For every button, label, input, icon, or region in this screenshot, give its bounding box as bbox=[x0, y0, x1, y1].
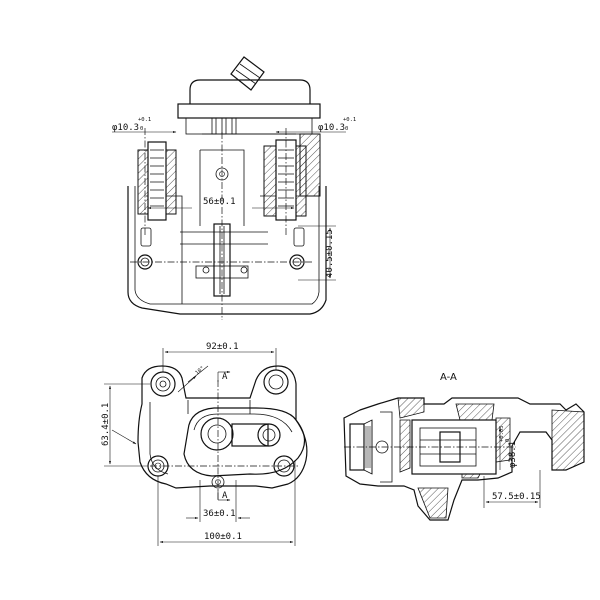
section-fitting bbox=[349, 411, 393, 483]
side-port-right bbox=[293, 227, 305, 247]
center-clamp bbox=[200, 417, 281, 451]
dim-right-hole-label: φ10.3 bbox=[318, 123, 345, 133]
eyelet-top-left bbox=[150, 371, 176, 397]
bleed-nipple bbox=[230, 56, 265, 91]
section-marker-bottom: A bbox=[222, 491, 228, 501]
dim-height-front-label: 63.4±0.1 bbox=[101, 403, 111, 446]
eyelet-top-right bbox=[263, 369, 289, 395]
dim-left-hole-label: φ10.3 bbox=[112, 123, 139, 133]
top-view: φ10.3 +0.1 0 φ10.3 +0.1 0 56±0.1 40.5±0.… bbox=[112, 56, 356, 320]
dim-bore-tol: +0.05 bbox=[499, 425, 505, 442]
section-marker-top: A bbox=[222, 372, 228, 382]
side-port-left bbox=[140, 227, 152, 247]
dim-center-spacing: 56±0.1 bbox=[147, 197, 295, 210]
left-piston bbox=[137, 141, 177, 221]
right-piston bbox=[263, 133, 321, 221]
dim-left-hole-tol-low: 0 bbox=[140, 126, 143, 132]
dim-top-width-label: 92±0.1 bbox=[206, 342, 239, 352]
dim-height-top: 40.5±0.15 bbox=[298, 225, 336, 281]
section-line-a: A A bbox=[217, 370, 231, 502]
dim-depth-label: 57.5±0.15 bbox=[492, 492, 541, 502]
inner-yoke bbox=[183, 407, 306, 477]
dim-center-width: 36±0.1 bbox=[186, 480, 250, 522]
section-view: A-A bbox=[343, 372, 585, 521]
dim-bore-tol-low: 0 bbox=[505, 439, 511, 442]
dim-right-hole-tol-low: 0 bbox=[345, 126, 348, 132]
dim-height-front: 63.4±0.1 bbox=[101, 383, 150, 467]
dim-depth: 57.5±0.15 bbox=[483, 470, 541, 508]
dim-center-width-label: 36±0.1 bbox=[203, 509, 236, 519]
front-view: A A 10° 92±0.1 63.4±0.1 bbox=[101, 342, 308, 546]
section-jaw bbox=[511, 431, 553, 472]
dim-bore-label: φ38.1 bbox=[508, 441, 518, 468]
dim-left-hole-tol: +0.1 bbox=[138, 117, 151, 123]
section-piston bbox=[344, 419, 516, 475]
upper-housing bbox=[177, 79, 321, 135]
dim-center-label: 56±0.1 bbox=[203, 197, 236, 207]
angle-label: 10° bbox=[194, 366, 205, 377]
dim-height-top-label: 40.5±0.15 bbox=[325, 229, 335, 278]
dim-top-width: 92±0.1 bbox=[162, 342, 277, 372]
dim-right-hole-tol: +0.1 bbox=[343, 117, 356, 123]
dim-bottom-width-label: 100±0.1 bbox=[204, 532, 242, 542]
section-title: A-A bbox=[440, 372, 457, 383]
dim-bottom-width: 100±0.1 bbox=[157, 460, 296, 546]
dim-right-hole: φ10.3 +0.1 0 bbox=[275, 117, 356, 134]
dim-bore: φ38.1 +0.05 0 bbox=[498, 425, 518, 470]
angle-callout: 10° bbox=[177, 366, 209, 393]
dim-left-hole: φ10.3 +0.1 0 bbox=[112, 117, 177, 134]
